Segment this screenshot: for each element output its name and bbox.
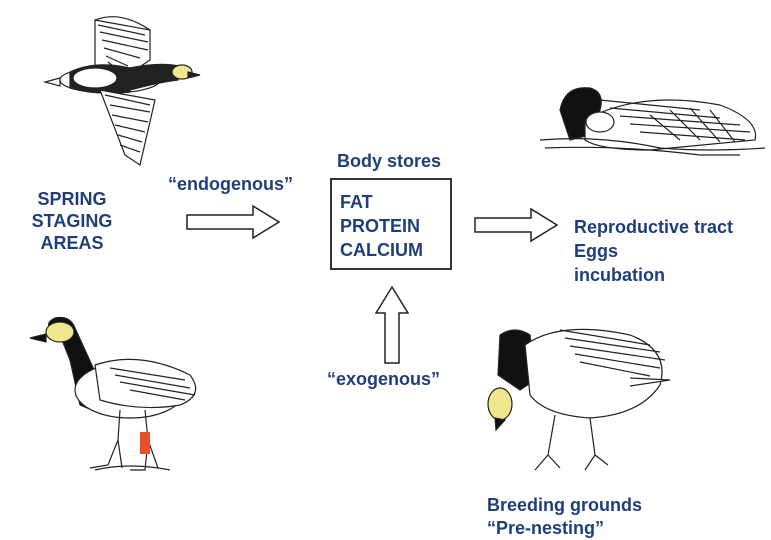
arrow-endogenous xyxy=(185,202,285,242)
spring-label: SPRING STAGING AREAS xyxy=(12,188,132,254)
outcomes-label: Reproductive tract Eggs incubation xyxy=(574,215,733,287)
endogenous-label: “endogenous” xyxy=(168,173,293,195)
arrow-to-outcomes xyxy=(473,205,563,245)
exogenous-label: “exogenous” xyxy=(327,368,440,390)
arrow-exogenous xyxy=(372,285,412,365)
body-stores-title: Body stores xyxy=(337,150,441,172)
body-stores-list: FAT PROTEIN CALCIUM xyxy=(340,190,423,262)
breeding-label: Breeding grounds “Pre-nesting” xyxy=(487,494,642,540)
